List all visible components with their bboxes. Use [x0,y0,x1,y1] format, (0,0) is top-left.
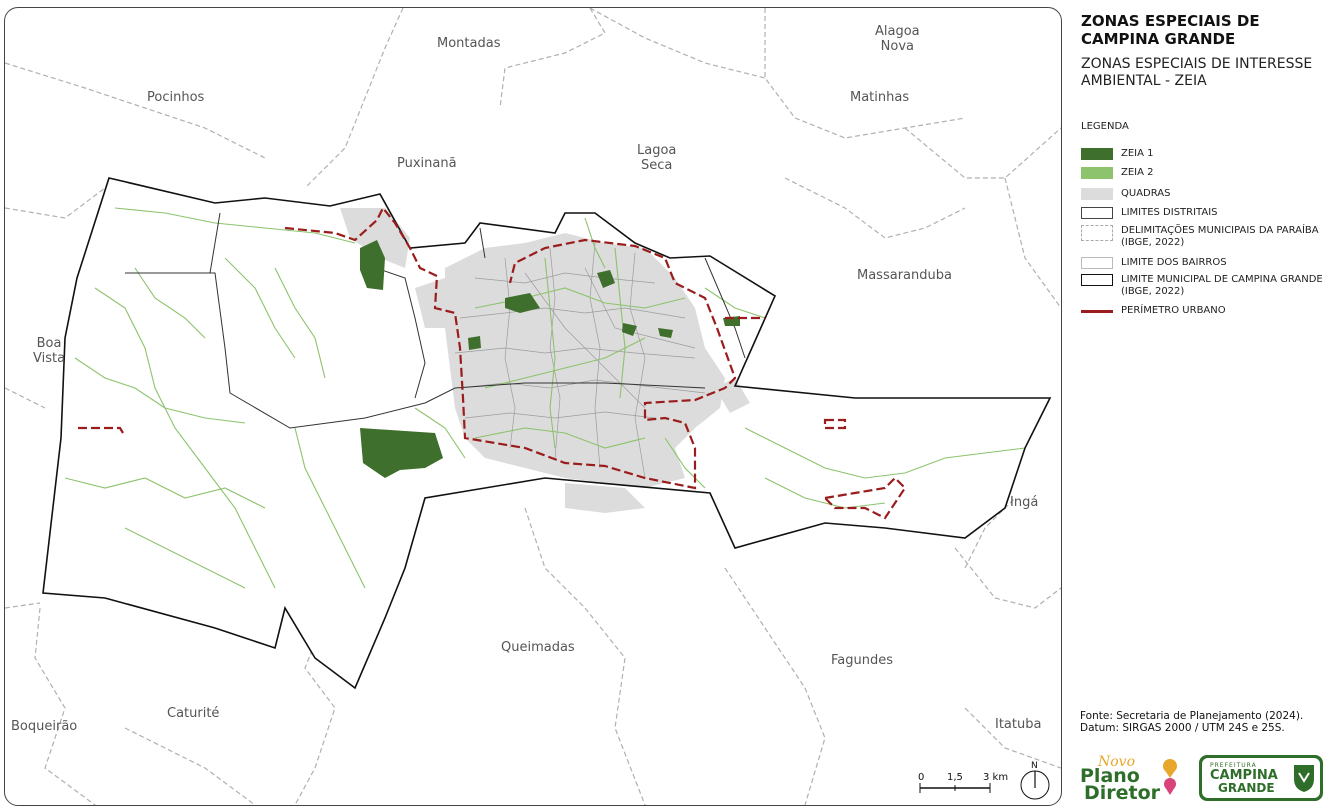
legend-swatch-zeia1 [1081,148,1113,160]
place-caturite: Caturité [167,706,220,721]
legend-item-zeia1: ZEIA 1 [1081,148,1154,160]
legend-label: LIMITE MUNICIPAL DE CAMPINA GRANDE (IBGE… [1121,274,1323,297]
legend-item-limite-municipal: LIMITE MUNICIPAL DE CAMPINA GRANDE (IBGE… [1081,274,1325,298]
place-puxinana: Puxinanã [397,156,457,171]
bairro-boundaries [454,242,706,479]
municipal-limit [42,177,1052,690]
source-note: Fonte: Secretaria de Planejamento (2024)… [1080,710,1303,734]
scale-label-1: 1,5 [947,772,963,783]
legend-swatch-delimitacoes [1081,225,1113,241]
legend-label: ZEIA 1 [1121,148,1154,159]
plano-diretor-logo: Novo Plano Diretor [1080,754,1190,804]
district-limits [125,212,746,429]
zeia1-areas [360,240,740,478]
logo-prefeitura-text: PREFEITURA [1210,762,1257,769]
source-line-1: Fonte: Secretaria de Planejamento (2024)… [1080,710,1304,722]
place-inga: Ingá [1010,495,1039,510]
map-canvas[interactable]: 0 1,5 3 km N [5,8,1061,805]
source-line-2: Datum: SIRGAS 2000 / UTM 24S e 25S. [1080,722,1285,734]
legend-swatch-zeia2 [1081,167,1113,179]
place-matinhas: Matinhas [850,90,910,105]
place-lagoa-seca: Lagoa Seca [637,143,677,173]
place-pocinhos: Pocinhos [147,90,205,105]
logo-campina-text: CAMPINA [1210,768,1278,783]
city-crest-icon [1294,765,1314,792]
place-boqueirao: Boqueirão [11,719,78,734]
logo-novo-text: Novo [1098,754,1136,770]
place-montadas: Montadas [437,36,501,51]
scale-label-0: 0 [918,772,924,783]
legend-swatch-perimetro [1081,305,1113,317]
legend-label: LIMITE DOS BAIRROS [1121,257,1227,268]
map-title: ZONAS ESPECIAIS DE CAMPINA GRANDE [1081,12,1260,48]
north-arrow-icon: N [1020,761,1050,800]
legend-swatch-bairros [1081,257,1113,269]
legend-item-perimetro: PERÍMETRO URBANO [1081,305,1226,317]
logo-plano-text: Plano [1080,765,1140,787]
scale-bar: 0 1,5 3 km [918,772,1008,793]
side-panel: ZONAS ESPECIAIS DE CAMPINA GRANDE ZONAS … [1078,12,1325,804]
legend-item-limites-distritais: LIMITES DISTRITAIS [1081,207,1218,219]
map-subtitle: ZONAS ESPECIAIS DE INTERESSE AMBIENTAL -… [1081,56,1313,89]
urban-perimeter [78,205,907,520]
legend-label: PERÍMETRO URBANO [1121,305,1226,316]
legend-swatch-quadras [1081,188,1113,200]
legend-item-quadras: QUADRAS [1081,188,1170,200]
legend-label: LIMITES DISTRITAIS [1121,207,1218,218]
place-queimadas: Queimadas [501,640,575,655]
place-alagoa-nova: Alagoa Nova [875,24,920,54]
place-fagundes: Fagundes [831,653,894,668]
location-pin-icon [1163,759,1177,795]
legend-item-zeia2: ZEIA 2 [1081,167,1154,179]
legend-label: QUADRAS [1121,188,1171,199]
campina-grande-logo: PREFEITURA CAMPINA GRANDE [1199,755,1323,801]
place-boa-vista: Boa Vista [33,336,66,366]
logo-diretor-text: Diretor [1084,782,1161,804]
scale-label-2: 3 km [983,772,1008,783]
legend-swatch-limites-distritais [1081,207,1113,219]
legend-label: DELIMITAÇÕES MUNICIPAIS DA PARAÍBA (IBGE… [1121,225,1319,248]
legend-swatch-limite-municipal [1081,274,1113,286]
legend-title: LEGENDA [1081,121,1129,132]
legend-item-delimitacoes: DELIMITAÇÕES MUNICIPAIS DA PARAÍBA (IBGE… [1081,225,1325,249]
legend-item-bairros: LIMITE DOS BAIRROS [1081,257,1227,269]
north-arrow-label: N [1031,761,1038,771]
map-frame[interactable]: 0 1,5 3 km N Montadas Alagoa Nova Pocinh… [4,7,1062,806]
place-itatuba: Itatuba [995,717,1042,732]
logo-grande-text: GRANDE [1218,781,1275,795]
place-massaranduba: Massaranduba [857,268,952,283]
legend-label: ZEIA 2 [1121,167,1154,178]
